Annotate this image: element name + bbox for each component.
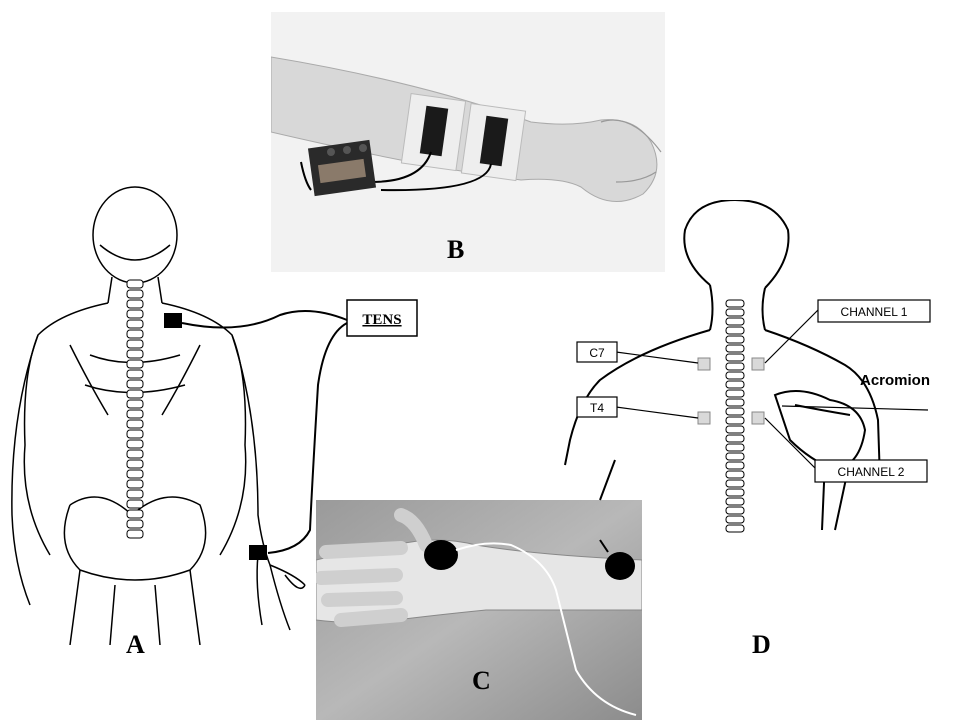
vertebra: [127, 280, 143, 288]
vertebra: [726, 327, 744, 334]
channel1-label: CHANNEL 1: [841, 305, 908, 319]
vertebra: [127, 460, 143, 468]
vertebra: [726, 372, 744, 379]
vertebra: [127, 420, 143, 428]
electrode-c-hand: [424, 540, 458, 570]
vertebra: [726, 381, 744, 388]
vertebra: [726, 453, 744, 460]
electrode-d-c7-right: [752, 358, 764, 370]
vertebra: [726, 417, 744, 424]
panel-d: C7 T4 CHANNEL 1 CHANNEL 2 Acromion: [560, 200, 960, 540]
t4-label: T4: [590, 401, 604, 415]
electrode-d-c7-left: [698, 358, 710, 370]
vertebra: [726, 354, 744, 361]
vertebra: [127, 300, 143, 308]
vertebra: [127, 350, 143, 358]
electrode-d-t4-left: [698, 412, 710, 424]
electrode-d-t4-right: [752, 412, 764, 424]
vertebra: [726, 336, 744, 343]
electrode-upper-back: [164, 313, 182, 328]
vertebra: [127, 480, 143, 488]
skull-outline: [93, 187, 177, 283]
vertebra: [127, 510, 143, 518]
vertebra: [127, 450, 143, 458]
channel2-label: CHANNEL 2: [838, 465, 905, 479]
vertebra: [127, 520, 143, 528]
vertebra: [127, 490, 143, 498]
vertebra: [726, 489, 744, 496]
vertebra: [726, 435, 744, 442]
vertebra: [127, 400, 143, 408]
vertebra: [127, 430, 143, 438]
vertebra: [726, 390, 744, 397]
electrode-c-forearm: [605, 552, 635, 580]
vertebra: [127, 340, 143, 348]
c7-label: C7: [589, 346, 605, 360]
vertebra: [726, 300, 744, 307]
panel-d-illustration: C7 T4 CHANNEL 1 CHANNEL 2 Acromion: [560, 200, 960, 540]
right-shoulder: [765, 330, 880, 480]
vertebra: [726, 408, 744, 415]
vertebra: [127, 290, 143, 298]
panel-a-letter: A: [126, 630, 145, 660]
vertebra: [726, 480, 744, 487]
vertebra: [726, 444, 744, 451]
vertebra: [726, 426, 744, 433]
electrode-wrist: [249, 545, 267, 560]
vertebra: [127, 370, 143, 378]
panel-c-letter: C: [472, 666, 491, 696]
spine-vertebrae: [127, 280, 143, 538]
vertebra: [726, 462, 744, 469]
vertebra: [726, 471, 744, 478]
vertebra: [127, 440, 143, 448]
vertebra: [127, 320, 143, 328]
vertebra: [127, 380, 143, 388]
vertebra: [726, 399, 744, 406]
vertebra: [127, 360, 143, 368]
vertebra: [127, 500, 143, 508]
panel-b-letter: B: [447, 235, 464, 265]
vertebra: [726, 309, 744, 316]
vertebra: [127, 470, 143, 478]
vertebra: [726, 507, 744, 514]
vertebra: [726, 498, 744, 505]
tens-label: TENS: [362, 312, 401, 328]
spine-d: [726, 300, 744, 532]
acromion-label: Acromion: [860, 372, 930, 389]
head-outline: [684, 200, 788, 288]
vertebra: [127, 390, 143, 398]
vertebra: [726, 516, 744, 523]
skull-base: [100, 245, 170, 260]
vertebra: [726, 318, 744, 325]
panel-d-letter: D: [752, 630, 771, 660]
vertebra: [127, 530, 143, 538]
vertebra: [726, 363, 744, 370]
vertebra: [127, 310, 143, 318]
vertebra: [726, 345, 744, 352]
vertebra: [726, 525, 744, 532]
vertebra: [127, 410, 143, 418]
scapula-outline: [775, 391, 865, 470]
vertebra: [127, 330, 143, 338]
